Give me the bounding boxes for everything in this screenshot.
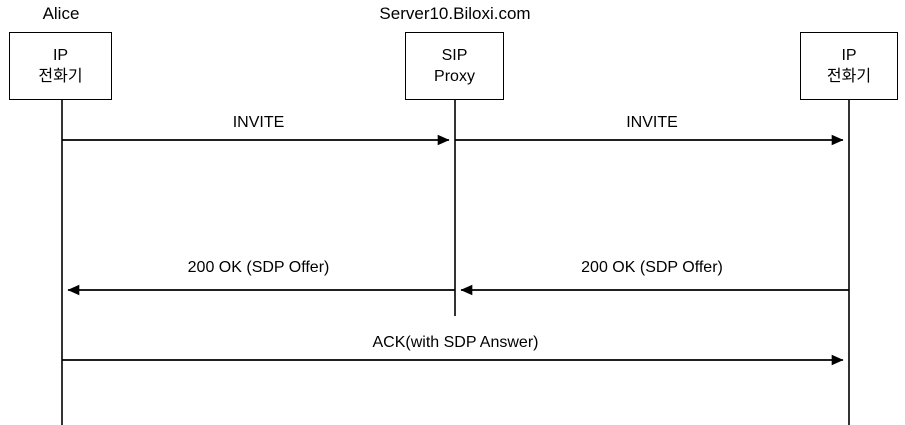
message-label-ok-2: 200 OK (SDP Offer) (187, 259, 330, 276)
actor-box-alice-line2: 전화기 (38, 68, 83, 85)
actor-box-callee[interactable]: IP 전화기 (800, 32, 898, 100)
actor-box-callee-line2: 전화기 (826, 68, 872, 85)
actor-box-callee-line1: IP (841, 47, 857, 64)
actor-title-alice: Alice (42, 4, 80, 23)
actor-box-alice[interactable]: IP 전화기 (9, 32, 112, 100)
actor-box-proxy-line2: Proxy (434, 68, 475, 85)
actor-box-alice-line1: IP (52, 47, 69, 64)
message-label-ok-1: 200 OK (SDP Offer) (581, 259, 723, 276)
actor-box-proxy[interactable]: SIP Proxy (405, 32, 504, 100)
actor-title-proxy: Server10.Biloxi.com (379, 4, 531, 23)
message-label-invite-2: INVITE (626, 114, 678, 131)
actor-box-proxy-line1: SIP (441, 47, 468, 64)
message-label-ack: ACK(with SDP Answer) (372, 334, 539, 351)
message-label-invite-1: INVITE (232, 114, 285, 131)
